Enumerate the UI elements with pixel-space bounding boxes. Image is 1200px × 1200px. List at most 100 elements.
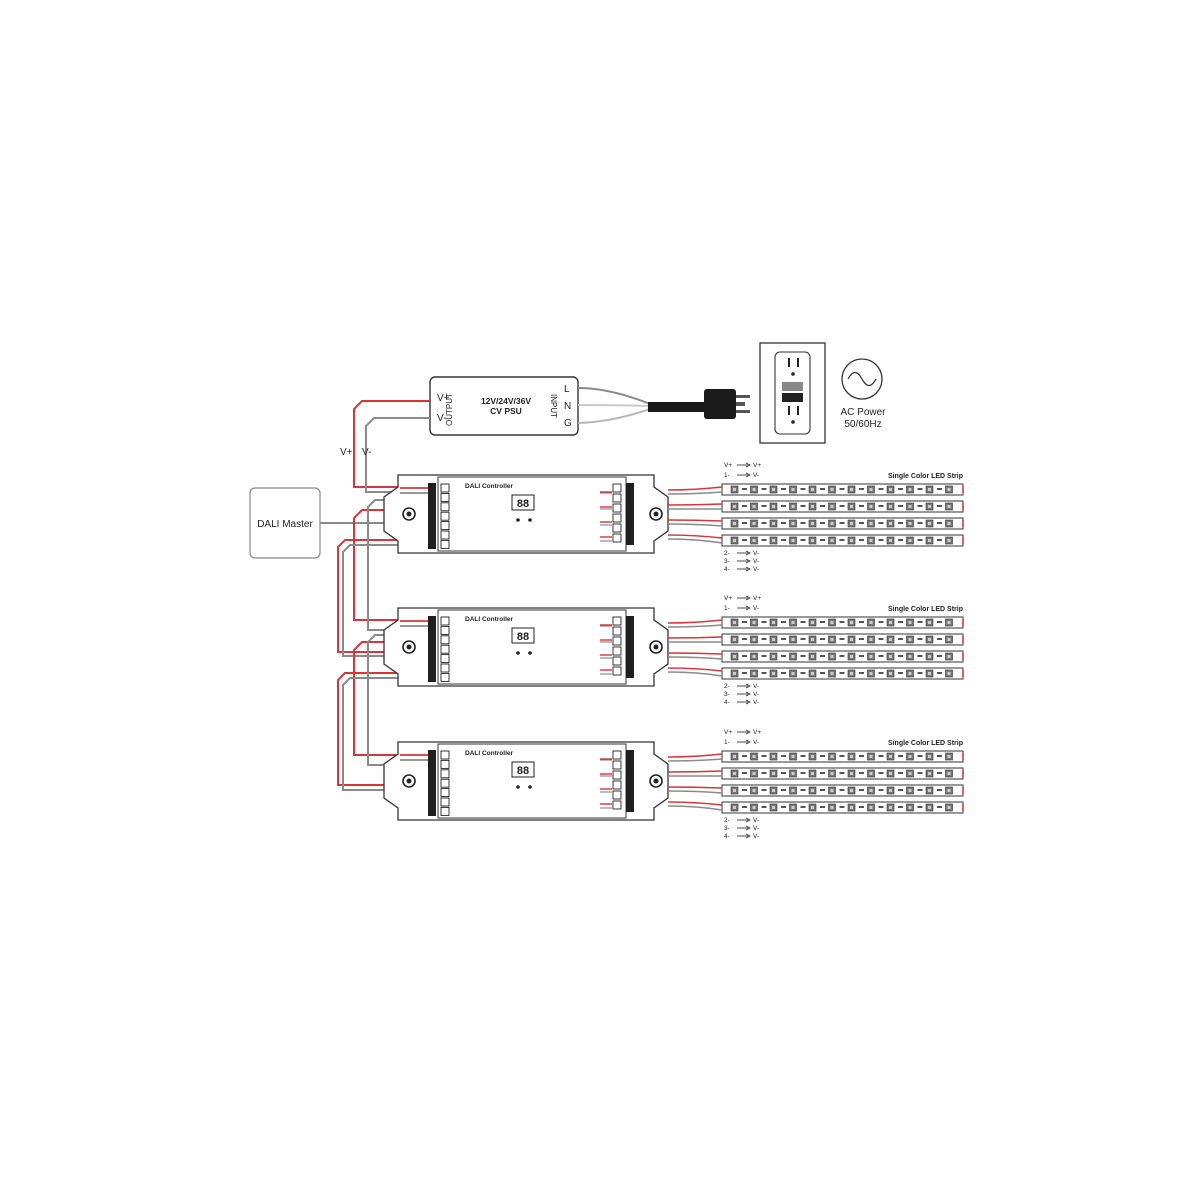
segment-display (511, 761, 535, 778)
led-chip-core (908, 539, 912, 542)
led-chip-core (733, 539, 736, 542)
led-chip-core (947, 505, 951, 508)
resistor (859, 655, 864, 657)
resistor (781, 638, 786, 640)
led-chip-core (752, 755, 756, 758)
led-chip-core (850, 655, 853, 658)
arrow-head-icon (745, 729, 751, 735)
led-chip-core (830, 672, 834, 675)
map-to-label: V- (753, 699, 759, 706)
led-chip-core (889, 755, 892, 758)
led-chip-core (947, 488, 951, 491)
resistor (800, 655, 806, 657)
led-strip (721, 517, 964, 530)
led-chip-core (908, 672, 912, 675)
led-chip-core (772, 655, 775, 658)
resistor (937, 522, 942, 524)
terminal-screw (440, 625, 450, 635)
resistor (839, 638, 845, 640)
led-chip-core (772, 522, 775, 525)
strip-wire-pos (667, 636, 723, 639)
resistor (937, 655, 942, 657)
led-chip-core (791, 755, 795, 758)
led-chip-core (752, 522, 756, 525)
resistor (898, 638, 903, 640)
led-chip-core (947, 772, 951, 775)
segment-display-digits: 88 (517, 765, 529, 777)
led-chip-core (869, 755, 873, 758)
button-left (516, 518, 520, 522)
led-chip-core (928, 522, 931, 525)
sine-wave-icon (841, 358, 883, 400)
map-to-label: V- (753, 472, 759, 479)
resistor (917, 522, 923, 524)
mount-hole-right-inner (653, 511, 659, 517)
led-chip-core (947, 522, 951, 525)
led-strip (721, 650, 964, 663)
resistor (781, 672, 786, 674)
resistor (742, 672, 747, 674)
resistor (898, 806, 903, 808)
led-chip-core (869, 806, 873, 809)
terminal-screw (612, 780, 622, 790)
map-to-label: V+ (753, 729, 761, 736)
terminal-screw (612, 760, 622, 770)
led-chip-core (811, 672, 814, 675)
led-chip-core (908, 755, 912, 758)
psu-vpos-wire (353, 400, 430, 488)
led-chip-core (830, 522, 834, 525)
terminal-screw (612, 646, 622, 656)
led-chip-core (869, 539, 873, 542)
led-chip-core (811, 488, 814, 491)
terminal-screw (440, 672, 450, 682)
led-chip-core (811, 522, 814, 525)
resistor (859, 789, 864, 791)
resistor (859, 488, 864, 490)
strips-layer: Single Color LED StripV+V+1-V-2-V-3-V-4-… (600, 462, 964, 840)
led-chip-core (791, 655, 795, 658)
led-chip-core (889, 522, 892, 525)
led-chip-core (850, 505, 853, 508)
led-chip-core (772, 772, 775, 775)
led-chip-core (869, 789, 873, 792)
led-chip-core (772, 789, 775, 792)
led-chip-core (928, 505, 931, 508)
strip-wire-neg (667, 624, 723, 628)
led-strip (721, 534, 964, 547)
led-chip-core (889, 772, 892, 775)
strip-wire-neg (667, 805, 723, 811)
strip-wire-pos (667, 753, 723, 758)
terminal-screw (612, 533, 622, 543)
led-chip-core (811, 621, 814, 624)
led-chip-core (733, 772, 736, 775)
strip-wire-pos (667, 652, 723, 655)
resistor (937, 806, 942, 808)
button-left (516, 651, 520, 655)
strip-wire-neg (667, 671, 723, 677)
led-chip-core (908, 638, 912, 641)
resistor (878, 522, 884, 524)
resistor (859, 772, 864, 774)
led-chip-core (830, 806, 834, 809)
map-to-label: V- (753, 825, 759, 832)
terminal-screw (612, 483, 622, 493)
terminal-screw (440, 750, 450, 760)
map-to-label: V- (753, 691, 759, 698)
terminal-screw (440, 492, 450, 502)
resistor (820, 772, 825, 774)
resistor (937, 755, 942, 757)
led-chip-core (830, 621, 834, 624)
arrow-head-icon (745, 558, 751, 564)
arrow-head-icon (745, 691, 751, 697)
resistor (878, 806, 884, 808)
resistor (859, 539, 864, 541)
map-from-label: 2- (724, 817, 730, 824)
resistor (878, 672, 884, 674)
led-chip-core (889, 621, 892, 624)
resistor (800, 755, 806, 757)
terminal-screw (440, 759, 450, 769)
led-chip-core (908, 522, 912, 525)
resistor (800, 539, 806, 541)
